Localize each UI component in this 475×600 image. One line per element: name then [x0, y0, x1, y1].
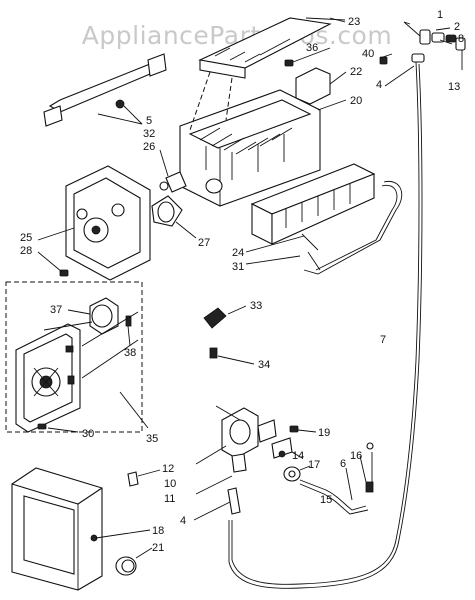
callout-36: 36 — [306, 42, 318, 54]
front-cover-24 — [250, 163, 376, 245]
callout-19: 19 — [318, 427, 330, 439]
screw-36 — [284, 59, 294, 67]
ice-bin-cover-18 — [11, 467, 103, 591]
grommet-12 — [127, 471, 139, 487]
valve-bracket-14 — [271, 437, 293, 459]
water-fill-tube — [231, 61, 420, 585]
callout-4-bottom: 4 — [180, 515, 186, 527]
callout-40: 40 — [362, 48, 374, 60]
callout-2: 2 — [454, 21, 460, 33]
control-module — [15, 323, 81, 433]
callout-26: 26 — [143, 141, 155, 153]
fill-tube-4 — [227, 487, 241, 515]
callout-7: 7 — [380, 334, 386, 346]
callout-8: 8 — [458, 33, 464, 45]
callout-23: 23 — [348, 16, 360, 28]
callout-34: 34 — [258, 359, 270, 371]
callout-1: 1 — [437, 9, 443, 21]
callout-18: 18 — [152, 525, 164, 537]
callout-5: 5 — [146, 115, 152, 127]
callout-15: 15 — [320, 494, 332, 506]
callout-33: 33 — [250, 300, 262, 312]
ice-maker-shelf-bracket — [198, 17, 346, 79]
screw-19 — [289, 425, 299, 433]
screw-16 — [365, 481, 374, 493]
ejector-arm — [43, 53, 167, 127]
ice-maker-cover-22 — [295, 67, 331, 105]
screw-30 — [37, 423, 47, 430]
fill-tube-fittings — [379, 21, 466, 87]
callout-10: 10 — [164, 478, 176, 490]
callout-16: 16 — [350, 450, 362, 462]
callout-31: 31 — [232, 261, 244, 273]
clip-33 — [203, 307, 227, 329]
callout-38: 38 — [124, 347, 136, 359]
callout-32: 32 — [143, 128, 155, 140]
knob-21 — [115, 556, 137, 576]
callout-6: 6 — [340, 458, 346, 470]
callout-28: 28 — [20, 245, 32, 257]
fitting-17 — [283, 466, 301, 482]
callout-20: 20 — [350, 95, 362, 107]
callout-24: 24 — [232, 247, 244, 259]
feeler-arm-31 — [303, 180, 403, 275]
callout-21: 21 — [152, 542, 164, 554]
callout-22: 22 — [350, 66, 362, 78]
callout-35: 35 — [146, 433, 158, 445]
shutoff-arm-26 — [159, 171, 187, 193]
callout-37: 37 — [50, 304, 62, 316]
screw-34 — [209, 347, 218, 359]
control-housing-25 — [65, 165, 151, 281]
switch-37 — [89, 297, 119, 335]
screw-38 — [125, 315, 132, 327]
callout-17: 17 — [308, 459, 320, 471]
callout-25: 25 — [20, 232, 32, 244]
callout-11: 11 — [164, 493, 175, 505]
callout-14: 14 — [292, 450, 304, 462]
ice-mold-assembly — [179, 89, 321, 207]
callout-30: 30 — [82, 428, 94, 440]
inlet-tube-15 — [299, 479, 367, 511]
callout-27: 27 — [198, 237, 210, 249]
callout-13: 13 — [448, 81, 460, 93]
motor-27 — [151, 195, 183, 227]
kit-box-35 — [5, 281, 143, 433]
water-valve-10 — [215, 405, 277, 473]
callout-12: 12 — [162, 463, 174, 475]
callout-4-top: 4 — [376, 79, 382, 91]
